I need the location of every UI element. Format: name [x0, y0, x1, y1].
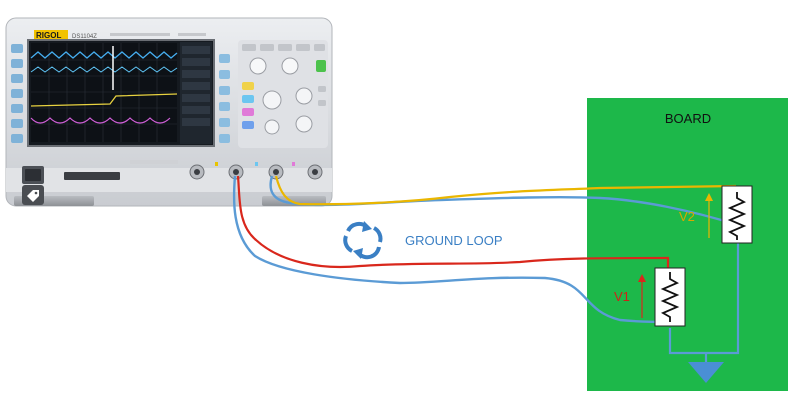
probe2-signal-wire: [274, 175, 737, 206]
menu-key[interactable]: [219, 54, 230, 63]
soft-key[interactable]: [11, 119, 23, 128]
scope-model: DS1104Z: [72, 34, 97, 40]
left-soft-keys: [11, 44, 23, 143]
ch2-button[interactable]: [242, 95, 254, 103]
scope-brand: RIGOL: [36, 31, 61, 40]
position-knob[interactable]: [281, 57, 299, 75]
menu-key[interactable]: [219, 102, 230, 111]
ground-symbol-icon: [688, 362, 724, 383]
horizontal-scale-knob[interactable]: [295, 87, 313, 105]
soft-key[interactable]: [11, 104, 23, 113]
probe1-ground-wire: [232, 175, 671, 324]
brand-plate: [34, 30, 68, 40]
circular-arrows-icon: [343, 221, 383, 260]
v1-label: V1: [614, 289, 630, 304]
v1-indicator: V1: [614, 274, 646, 318]
menu-key[interactable]: [219, 118, 230, 127]
resistor-icon: [721, 185, 753, 244]
board: BOARD: [587, 98, 788, 391]
soft-key[interactable]: [11, 74, 23, 83]
control-panel: [238, 40, 328, 148]
wires: [232, 175, 740, 362]
ch3-button[interactable]: [242, 108, 254, 116]
tag-icon[interactable]: [22, 185, 44, 205]
v2-label: V2: [679, 209, 695, 224]
vertical-position-knob[interactable]: [264, 119, 280, 135]
menu-keys: [219, 54, 230, 143]
resistor-icon: [654, 267, 686, 327]
menu-key[interactable]: [219, 134, 230, 143]
menu-key[interactable]: [219, 86, 230, 95]
soft-key[interactable]: [11, 89, 23, 98]
probe1-signal-wire: [236, 175, 670, 269]
oscilloscope: RIGOL DS1104Z: [5, 17, 333, 207]
usb-slot: [64, 172, 120, 180]
scale-knob[interactable]: [249, 57, 267, 75]
ground-loop-label: GROUND LOOP: [405, 233, 503, 248]
soft-key[interactable]: [11, 134, 23, 143]
soft-key[interactable]: [11, 59, 23, 68]
trigger-level-knob[interactable]: [295, 115, 313, 133]
v2-indicator: V2: [679, 193, 713, 238]
vertical-scale-knob[interactable]: [262, 90, 282, 110]
menu-key[interactable]: [219, 70, 230, 79]
probe2-ground-wire: [269, 175, 739, 227]
scope-screen: [27, 39, 215, 147]
ch1-button[interactable]: [242, 82, 254, 90]
soft-key[interactable]: [11, 44, 23, 53]
board-ground-trace: [668, 243, 740, 355]
run-stop-button[interactable]: [316, 60, 326, 72]
bnc-inputs: [189, 162, 323, 180]
board-label: BOARD: [665, 111, 711, 126]
board-panel: [587, 98, 788, 391]
ch4-button[interactable]: [242, 121, 254, 129]
